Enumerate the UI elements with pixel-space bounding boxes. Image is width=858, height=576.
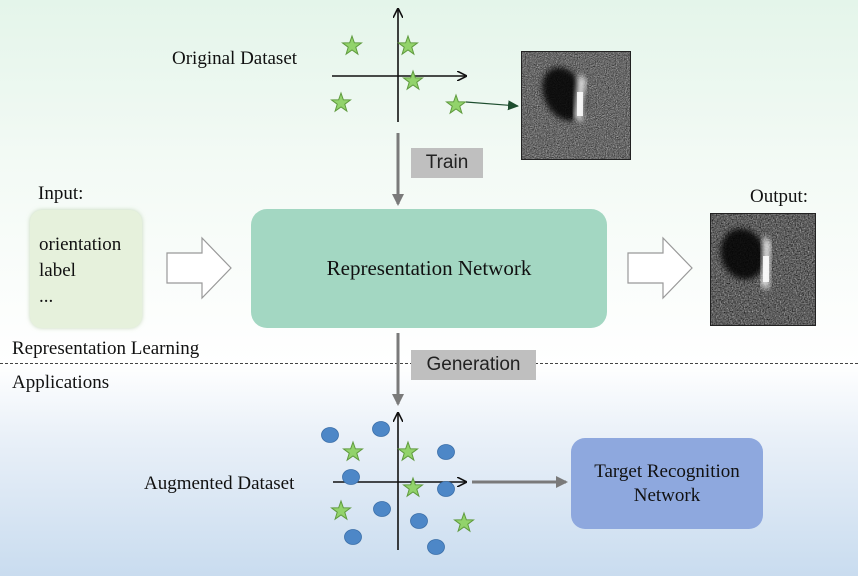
generation-label: Generation — [411, 350, 536, 380]
circle-marker-icon — [410, 513, 428, 529]
target-recognition-network-label-line2: Network — [633, 484, 701, 506]
sar-output-image — [710, 213, 816, 326]
star-marker-icon — [402, 70, 424, 90]
circle-marker-icon — [321, 427, 339, 443]
circle-marker-icon — [372, 421, 390, 437]
circle-marker-icon — [437, 481, 455, 497]
augmented-dataset-label: Augmented Dataset — [144, 473, 295, 494]
output-label: Output: — [750, 186, 809, 207]
sample-to-image-arrow — [465, 100, 519, 111]
star-marker-icon — [342, 441, 364, 461]
star-marker-icon — [341, 35, 363, 55]
star-marker-icon — [453, 512, 475, 532]
circle-marker-icon — [437, 444, 455, 460]
circle-marker-icon — [342, 469, 360, 485]
star-marker-icon — [397, 35, 419, 55]
input-label: Input: — [38, 183, 84, 204]
representation-network-box: Representation Network — [251, 209, 607, 328]
input-box: orientation label ... — [30, 210, 142, 328]
representation-network-label: Representation Network — [326, 256, 532, 280]
circle-marker-icon — [373, 501, 391, 517]
circle-marker-icon — [427, 539, 445, 555]
input-item-label: label — [39, 260, 76, 281]
target-recognition-network-label-line1: Target Recognition — [594, 460, 740, 482]
applications-label: Applications — [12, 372, 110, 393]
sar-input-image — [521, 51, 631, 160]
star-marker-icon — [330, 92, 352, 112]
input-item-ellipsis: ... — [39, 286, 54, 307]
input-item-orientation: orientation — [39, 234, 122, 255]
circle-marker-icon — [344, 529, 362, 545]
train-label: Train — [411, 148, 483, 178]
original-dataset-axes — [332, 10, 465, 122]
target-recognition-network-box: Target Recognition Network — [571, 438, 763, 529]
representation-learning-label: Representation Learning — [12, 338, 200, 359]
star-marker-icon — [402, 477, 424, 497]
hollow-arrow-right-icon — [627, 236, 693, 300]
hollow-arrow-right-icon — [166, 236, 232, 300]
star-marker-icon — [445, 94, 467, 114]
star-marker-icon — [397, 441, 419, 461]
original-dataset-label: Original Dataset — [172, 48, 298, 69]
star-marker-icon — [330, 500, 352, 520]
